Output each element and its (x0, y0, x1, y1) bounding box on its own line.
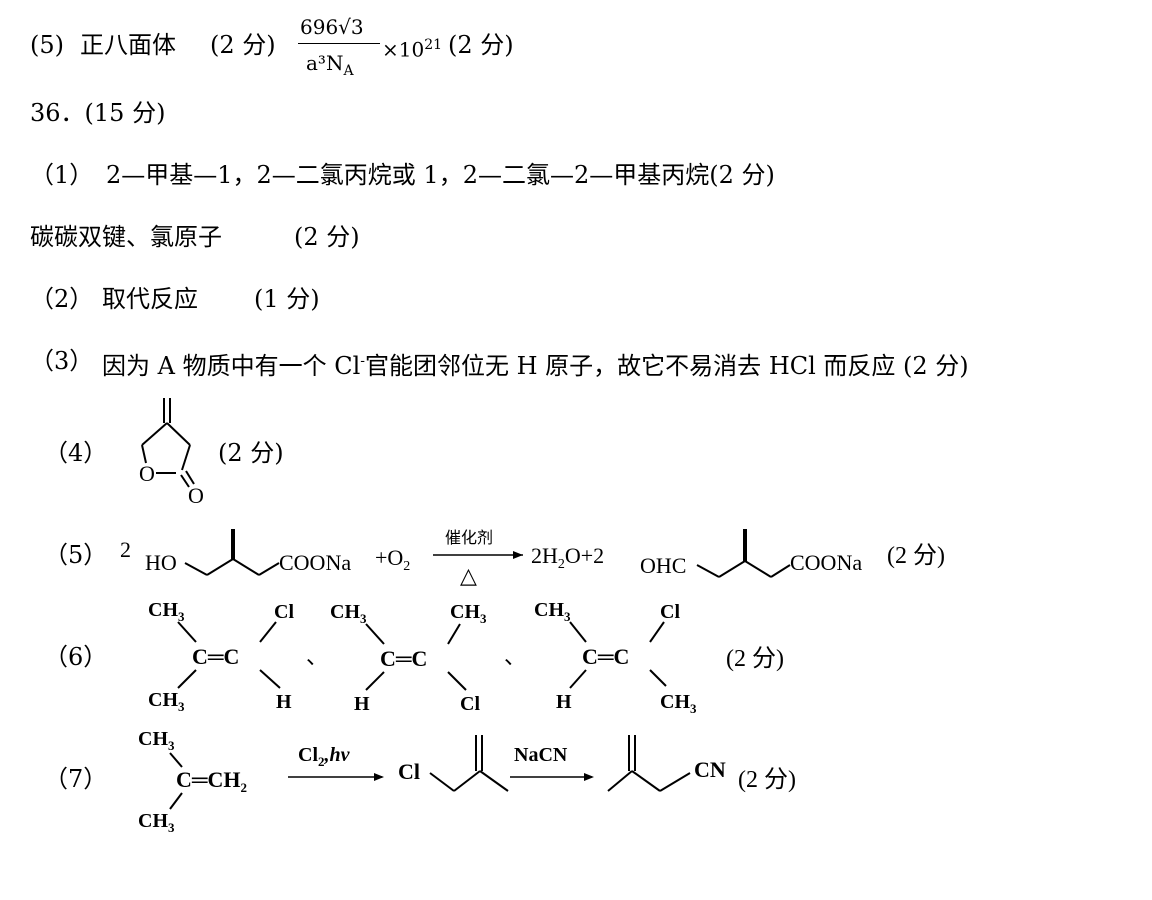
iso1-ch3-top: CH3 (148, 599, 185, 624)
iso3-ch3-bottom: CH3 (660, 691, 697, 716)
iso1-double-bond: C═C (192, 644, 239, 669)
p4-score: (2 分) (218, 439, 284, 467)
plus-o2: +O2 (375, 545, 410, 574)
cond2-label: NaCN (514, 744, 568, 766)
coona-group-2: COONa (790, 550, 862, 575)
p4-label: （4） (44, 439, 108, 467)
p5-equation: 2 HO COONa +O2 催化剂 △ 2H2O+2 OHC COONa (2… (120, 529, 945, 588)
ring-oxygen: O (139, 461, 155, 486)
p3-label: （3） (30, 347, 94, 375)
p7-cl: Cl (398, 759, 420, 784)
p7-synthesis: CH3 CH3 C═CH2 Cl2,hv Cl NaCN CN (2 分) (138, 728, 796, 835)
p7-ceqch2: C═CH2 (176, 767, 247, 795)
p5-label: （5） (44, 541, 108, 569)
iso3-h: H (556, 691, 572, 713)
q35-5-score1: (2 分) (210, 31, 276, 59)
p1-label: （1） (30, 161, 94, 189)
p7-label: （7） (44, 765, 108, 793)
p2-score: (1 分) (254, 285, 320, 313)
q36-header: 36．(15 分) (30, 99, 166, 127)
iso2-ch3-left: CH3 (330, 601, 367, 626)
coona-group-1: COONa (279, 550, 351, 575)
iso2-cl: Cl (460, 693, 480, 715)
ho-group: HO (145, 550, 177, 575)
fraction-denominator: a³NA (306, 51, 354, 79)
p7-ch3-bottom: CH3 (138, 810, 175, 835)
product-h2o: 2H2O+2 (531, 543, 604, 572)
iso2-h: H (354, 693, 370, 715)
p2-label: （2） (30, 285, 94, 313)
iso3-double-bond: C═C (582, 644, 629, 669)
iso3-ch3-top: CH3 (534, 599, 571, 624)
iso1-ch3-bottom: CH3 (148, 689, 185, 714)
heat-symbol: △ (460, 563, 477, 588)
p3-text: 因为 A 物质中有一个 Cl-官能团邻位无 H 原子，故它不易消去 HCl 而反… (102, 352, 969, 380)
p7-cn: CN (694, 757, 726, 782)
p1b-score: (2 分) (294, 223, 360, 251)
separator-2: 、 (504, 644, 526, 669)
iso2-double-bond: C═C (380, 646, 427, 671)
q35-5-score2: (2 分) (448, 31, 514, 59)
iso1-cl: Cl (274, 601, 294, 623)
iso3-cl: Cl (660, 601, 680, 623)
p1-text: 2—甲基—1，2—二氯丙烷或 1，2—二氯—2—甲基丙烷(2 分) (106, 161, 775, 189)
power-of-ten: ×1021 (382, 37, 443, 62)
cond1-label: Cl2,hv (298, 744, 351, 769)
iso2-ch3-right: CH3 (450, 601, 487, 626)
q35-5-text: 正八面体 (80, 31, 176, 59)
p7-score: (2 分) (738, 766, 796, 793)
p6-label: （6） (44, 643, 108, 671)
p6-score: (2 分) (726, 645, 784, 672)
fraction-bar (298, 43, 380, 44)
iso1-h: H (276, 691, 292, 713)
p2-text: 取代反应 (102, 285, 198, 313)
q35-5-label: (5) (30, 31, 64, 59)
catalyst-label: 催化剂 (445, 529, 493, 547)
separator-1: 、 (306, 644, 328, 669)
lactone-structure: O O (139, 398, 204, 508)
carbonyl-oxygen: O (188, 483, 204, 508)
fraction-numerator: 696√3 (300, 15, 364, 39)
p7-ch3-top: CH3 (138, 728, 175, 753)
coef-2: 2 (120, 537, 131, 562)
p6-isomers: CH3 CH3 C═C Cl H 、 CH3 CH3 C═C H Cl 、 CH… (148, 599, 784, 716)
p1b-text: 碳碳双键、氯原子 (30, 223, 222, 251)
ohc-group: OHC (640, 553, 686, 578)
p5-score: (2 分) (887, 542, 945, 569)
